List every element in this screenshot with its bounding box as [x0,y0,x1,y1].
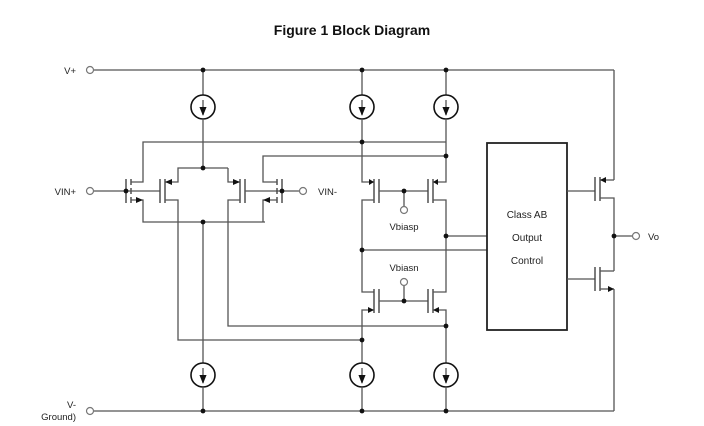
vplus-label: V+ [64,66,76,77]
input-pmos-vinminus [227,168,446,327]
current-source-bottom-1 [190,222,216,411]
vo-terminal [631,231,641,241]
output-nmos [567,267,614,292]
current-source-top-3 [433,70,459,156]
vin-plus-label: VIN+ [55,187,77,198]
current-source-bottom-2 [349,340,375,411]
output-pmos [567,177,615,271]
block-label-line1: Class AB [507,210,548,221]
vbiasp-label: Vbiasp [389,222,418,233]
current-source-top-2 [349,70,375,142]
junction-dots [123,67,617,414]
current-source-bottom-3 [433,326,459,411]
vbiasn-label: Vbiasn [389,263,418,274]
vin-minus-label: VIN- [318,187,337,198]
vbiasn-terminal [399,277,409,287]
vminus-rail [93,289,615,412]
block-label-line2: Output [512,233,542,244]
vin-minus-terminal [298,186,308,196]
figure-title: Figure 1 Block Diagram [273,22,431,38]
current-source-top-1 [190,70,216,168]
vminus-label: V- [67,400,76,411]
vplus-terminal [85,65,95,75]
vo-label: Vo [648,232,659,243]
input-nmos-vinminus [262,155,446,222]
cascode-nmos-pair [361,236,447,340]
ground-label: Ground) [41,412,76,423]
cascode-pmos-pair [361,142,447,250]
vin-plus-terminal [85,186,95,196]
vminus-terminal [85,406,95,416]
class-ab-block [486,142,568,331]
vbiasp-terminal [399,205,409,215]
vplus-rail [93,69,615,180]
block-label-line3: Control [511,256,543,267]
